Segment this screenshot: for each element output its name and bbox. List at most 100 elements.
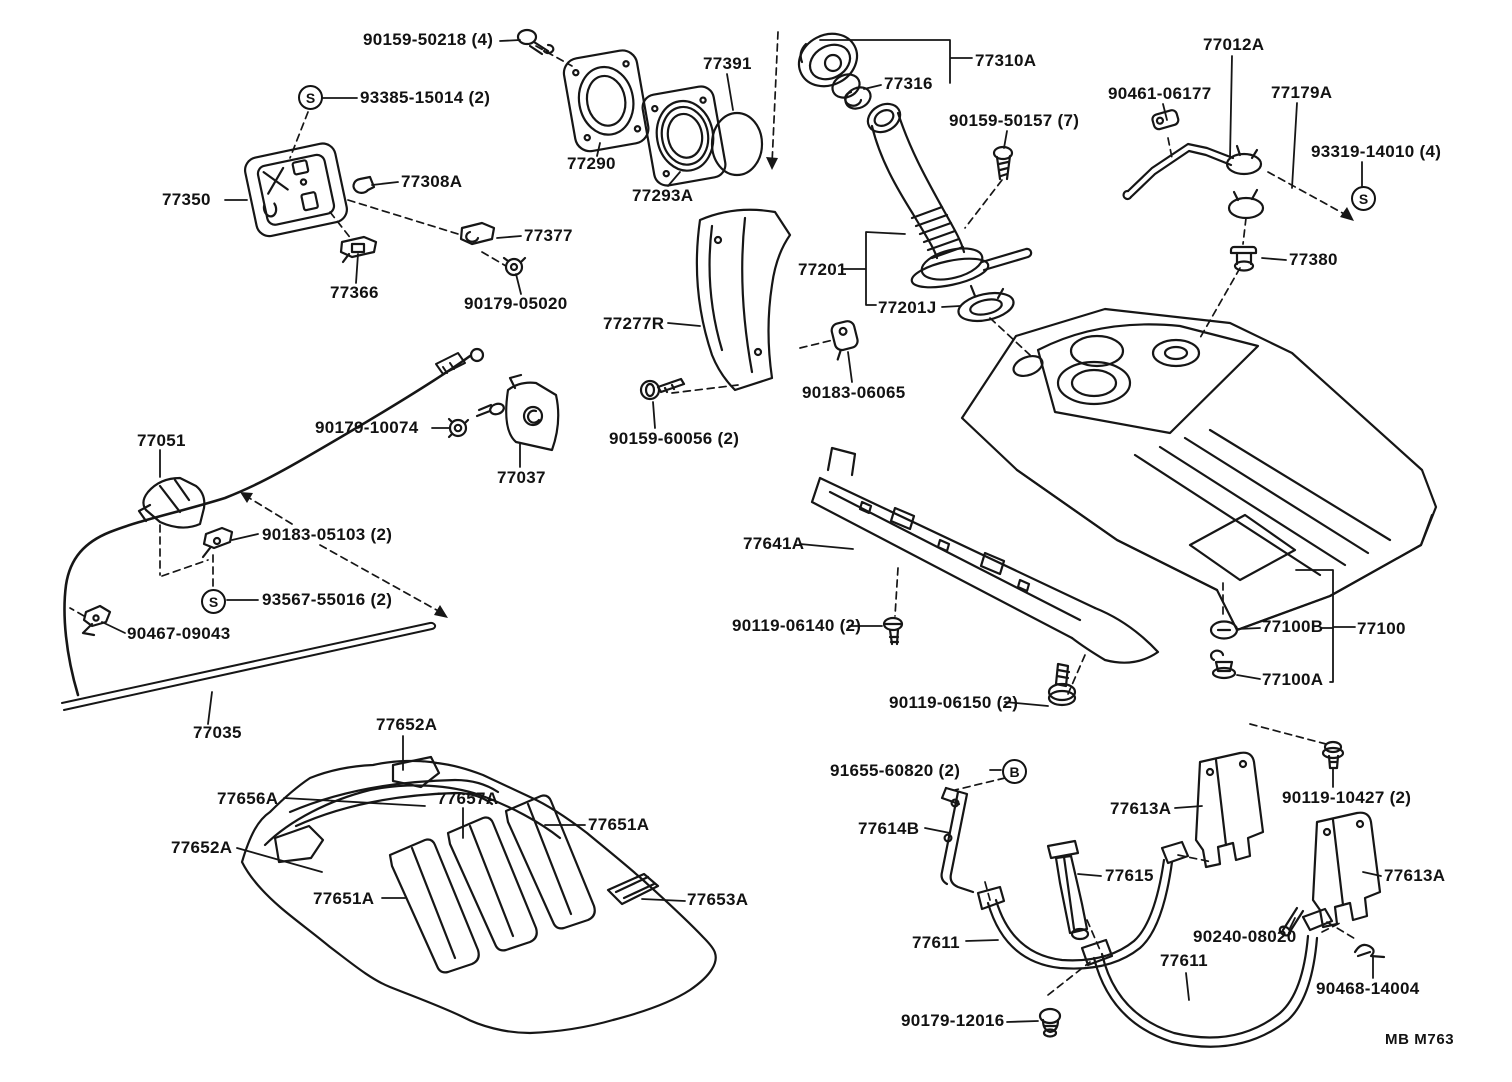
clip-77377-drawing (459, 221, 496, 246)
bolt-90119-06140-drawing (882, 616, 904, 646)
clip-77308A-drawing (352, 175, 376, 194)
clamp-90183-06065-drawing (830, 320, 859, 361)
part-label-77651A-right: 77651A (588, 815, 650, 834)
part-label-77012A: 77012A (1203, 35, 1265, 54)
part-label-90183-05103: 90183-05103 (2) (262, 525, 393, 544)
pin-90240-08020-drawing (1278, 906, 1305, 937)
screw-90159-50218-drawing (516, 28, 555, 56)
clip-77366-drawing (339, 235, 378, 264)
breather-pipe-77012A-drawing (1122, 142, 1265, 220)
part-label-90179-12016: 90179-12016 (901, 1011, 1005, 1030)
plate-77652A-top-drawing (391, 755, 441, 789)
part-label-90468-14004: 90468-14004 (1316, 979, 1420, 998)
b-mark-symbol: B (1002, 759, 1027, 784)
grommet-77380-drawing (1229, 245, 1258, 272)
clamp-90461-06177-drawing (1151, 109, 1180, 131)
grommet-77100A-drawing (1209, 649, 1237, 680)
cap-77653A-drawing (606, 872, 660, 906)
gaskets-77316-drawing (831, 73, 872, 110)
assembly-dashed-lines (69, 31, 1358, 996)
clip-90183-05103-drawing (201, 526, 234, 559)
part-label-77391: 77391 (703, 54, 752, 73)
gasket-77201J-drawing (957, 284, 1015, 323)
part-label-77310A: 77310A (975, 51, 1037, 70)
part-label-93567-55016: 93567-55016 (2) (262, 590, 393, 609)
release-cable-77035-drawing (61, 347, 485, 711)
s-mark-symbol: S (1351, 186, 1376, 211)
part-label-90159-50157: 90159-50157 (7) (949, 111, 1080, 130)
part-label-90119-06140: 90119-06140 (2) (732, 616, 862, 635)
part-label-77179A: 77179A (1271, 83, 1333, 102)
part-label-90119-10427: 90119-10427 (2) (1282, 788, 1412, 807)
s-mark-symbol: S (298, 85, 323, 110)
rib-panels-77651A-drawing (388, 794, 596, 974)
fuel-cap-77310A-drawing (797, 32, 859, 88)
gasket-77391-drawing (710, 111, 764, 177)
part-label-77100A: 77100A (1262, 670, 1324, 689)
part-label-90179-05020: 90179-05020 (464, 294, 568, 313)
part-label-77652A-left: 77652A (171, 838, 233, 857)
part-label-77651A-bottom: 77651A (313, 889, 375, 908)
part-label-90467-09043: 90467-09043 (127, 624, 231, 643)
part-label-90179-10074: 90179-10074 (315, 418, 419, 437)
part-label-77613A-2: 77613A (1384, 866, 1446, 885)
part-label-77614B: 77614B (858, 819, 920, 838)
clamp-77051-drawing (137, 476, 206, 529)
nut-90179-05020-drawing (502, 256, 527, 277)
part-label-77366: 77366 (330, 283, 379, 302)
part-label-77652A-top: 77652A (376, 715, 438, 734)
part-label-90183-06065: 90183-06065 (802, 383, 906, 402)
part-label-77293A: 77293A (632, 186, 694, 205)
part-label-77377: 77377 (524, 226, 573, 245)
part-label-77201: 77201 (798, 260, 847, 279)
shield-77277R-drawing (695, 208, 792, 392)
part-label-77615: 77615 (1105, 866, 1154, 885)
lock-assy-77350-drawing (243, 142, 348, 238)
part-label-77051: 77051 (137, 431, 186, 450)
part-label-77613A-1: 77613A (1110, 799, 1172, 818)
part-label-77308A: 77308A (401, 172, 463, 191)
part-label-77100: 77100 (1357, 619, 1406, 638)
part-label-77380: 77380 (1289, 250, 1338, 269)
clip-90468-14004-drawing (1353, 943, 1386, 959)
part-label-77290: 77290 (567, 154, 616, 173)
part-label-91655-60820: 91655-60820 (2) (830, 761, 961, 780)
band-77611-2-drawing (1080, 907, 1334, 1048)
bolt-90159-60056-drawing (639, 377, 686, 401)
part-label-77201J: 77201J (878, 298, 937, 317)
part-label-90461-06177: 90461-06177 (1108, 84, 1212, 103)
band-77611-1-drawing (976, 840, 1190, 970)
heat-shield-77651A-drawing (240, 755, 717, 1035)
bracket-77615-drawing (1046, 839, 1090, 941)
part-label-77277R: 77277R (603, 314, 665, 333)
part-label-77611-2: 77611 (1160, 951, 1208, 970)
protector-77641A-drawing (810, 446, 1160, 664)
part-label-93385-15014: 93385-15014 (2) (360, 88, 491, 107)
drawing-code: MB M763 (1385, 1031, 1455, 1048)
dashed-arrowheads (240, 157, 1354, 618)
fuel-tank-77100-drawing (960, 307, 1438, 632)
part-label-77037: 77037 (497, 468, 546, 487)
part-label-77641A: 77641A (743, 534, 805, 553)
part-label-93319-14010: 93319-14010 (4) (1311, 142, 1442, 161)
bolt-90119-06150-drawing (1047, 662, 1077, 707)
part-label-77611-1: 77611 (912, 933, 960, 952)
part-label-90240-08020: 90240-08020 (1193, 927, 1297, 946)
part-label-77035: 77035 (193, 723, 242, 742)
leader-lines (101, 39, 1382, 1023)
bracket-77614B-drawing (940, 786, 975, 894)
bolt-90159-50157-drawing (992, 145, 1014, 181)
part-label-77316: 77316 (884, 74, 933, 93)
washer-77100B-drawing (1209, 620, 1239, 640)
bracket-77613A-2-drawing (1311, 811, 1382, 929)
filler-pipe-77201-drawing (866, 102, 1033, 289)
part-label-77100B: 77100B (1262, 617, 1324, 636)
nut-90179-12016-drawing (1038, 1007, 1062, 1038)
part-label-90119-06150: 90119-06150 (2) (889, 693, 1019, 712)
retainer-77293A-drawing (641, 85, 727, 187)
clip-90467-09043-drawing (81, 604, 112, 637)
part-label-77350: 77350 (162, 190, 211, 209)
part-label-90159-60056: 90159-60056 (2) (609, 429, 740, 448)
part-label-77657A: 77657A (437, 789, 499, 808)
